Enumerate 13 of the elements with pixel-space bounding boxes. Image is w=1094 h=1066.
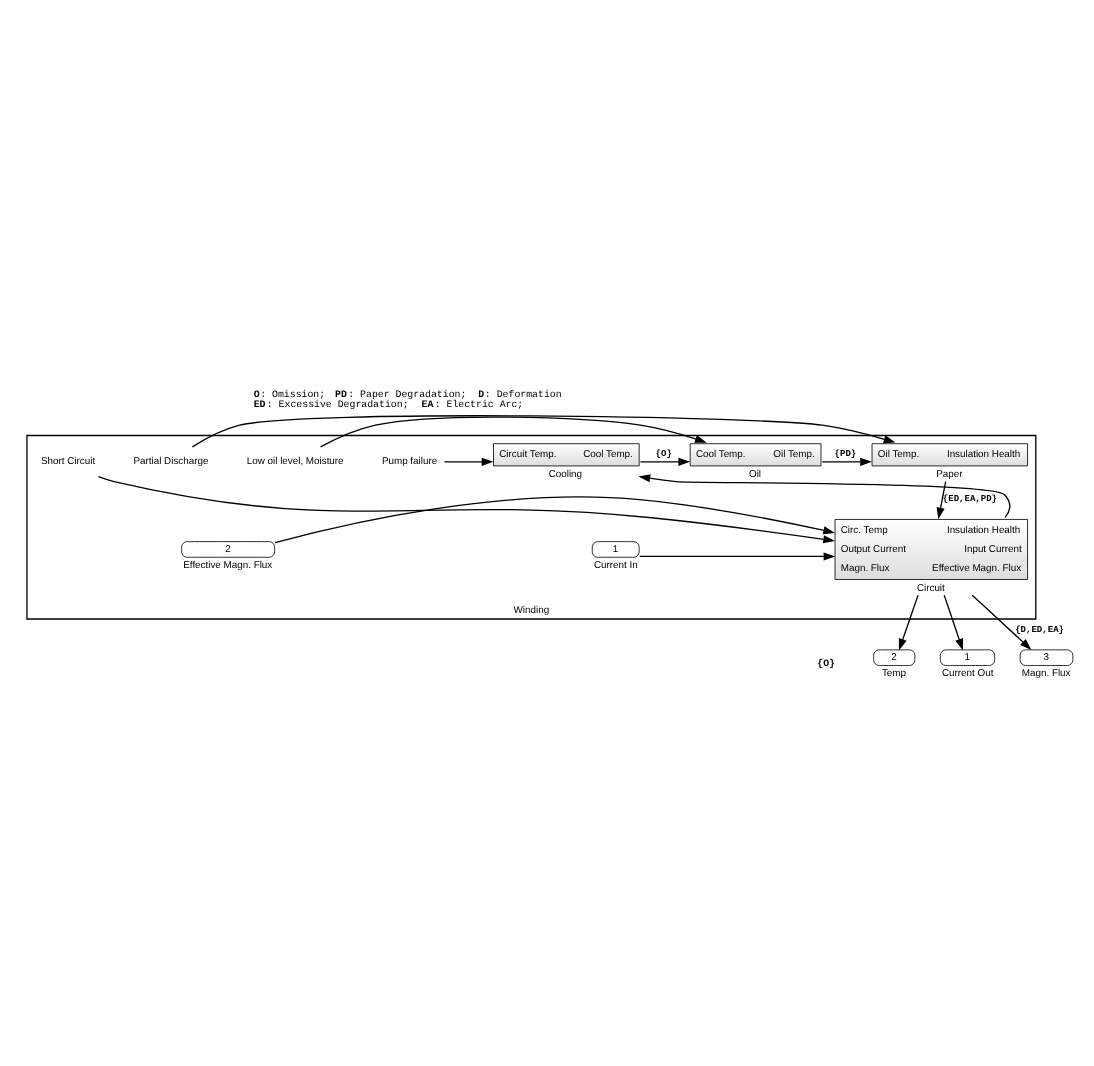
arrow xyxy=(639,552,836,561)
arrow xyxy=(443,457,494,466)
arrow xyxy=(936,481,947,520)
arrow xyxy=(274,496,836,544)
arrow xyxy=(971,594,1032,650)
arrow xyxy=(639,457,691,466)
arrow xyxy=(943,594,964,651)
arrow xyxy=(821,457,872,466)
arrow xyxy=(191,415,896,448)
arrow xyxy=(97,476,836,544)
arrow xyxy=(638,474,1011,519)
arrow xyxy=(898,594,919,651)
arrow xyxy=(319,416,707,448)
